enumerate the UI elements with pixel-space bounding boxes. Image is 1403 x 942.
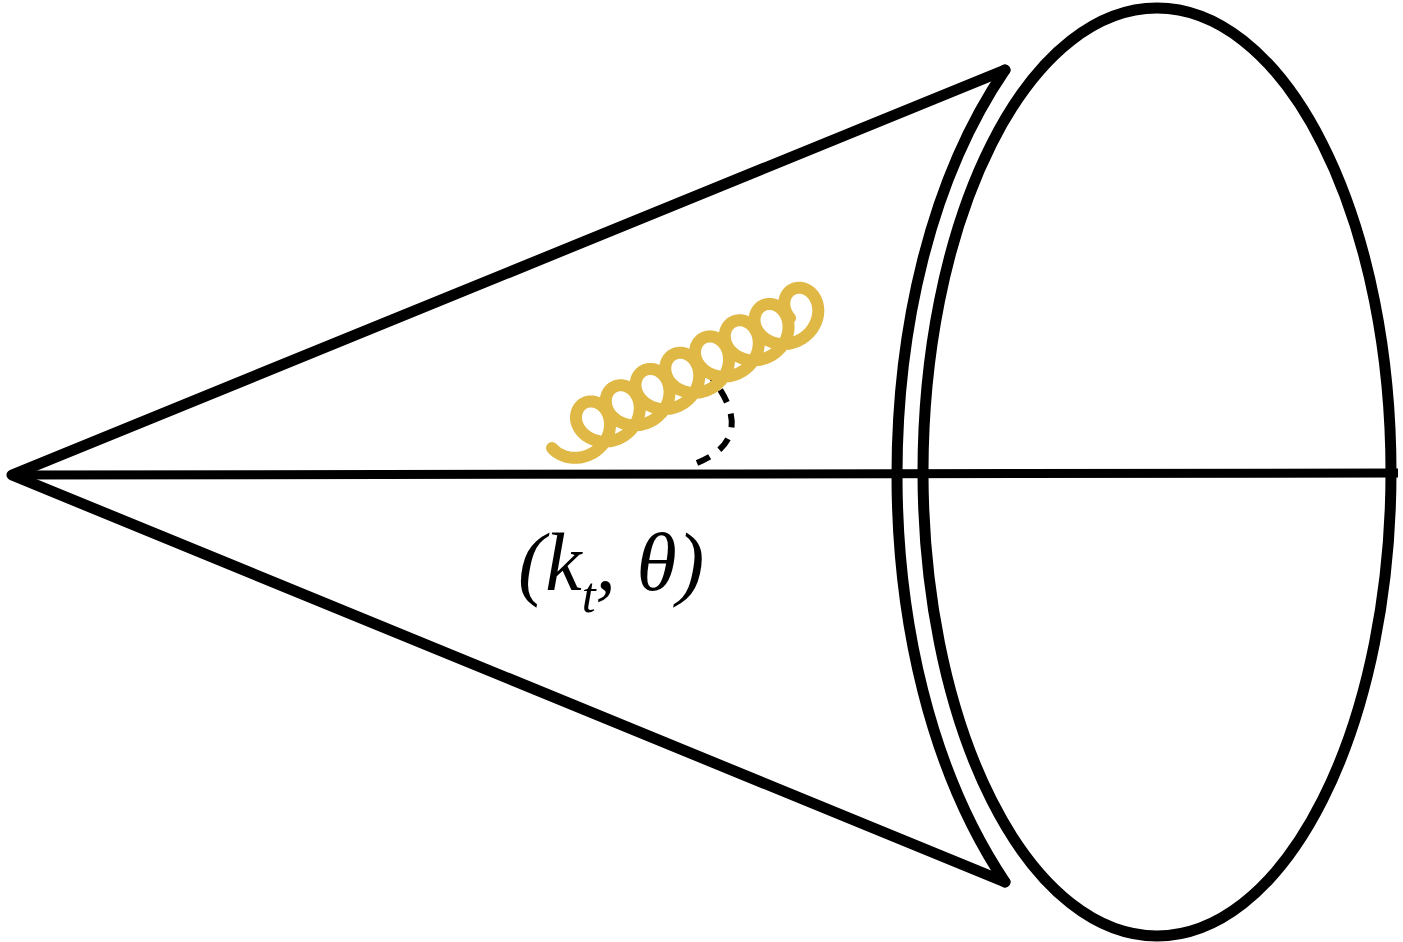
label-text: (k xyxy=(518,517,582,608)
gluon-coil xyxy=(552,288,818,458)
subscript-text: t xyxy=(582,567,596,623)
emission-label: (kt, θ) xyxy=(518,522,704,604)
label-text: , θ) xyxy=(596,517,705,608)
parton-line xyxy=(12,473,1398,475)
